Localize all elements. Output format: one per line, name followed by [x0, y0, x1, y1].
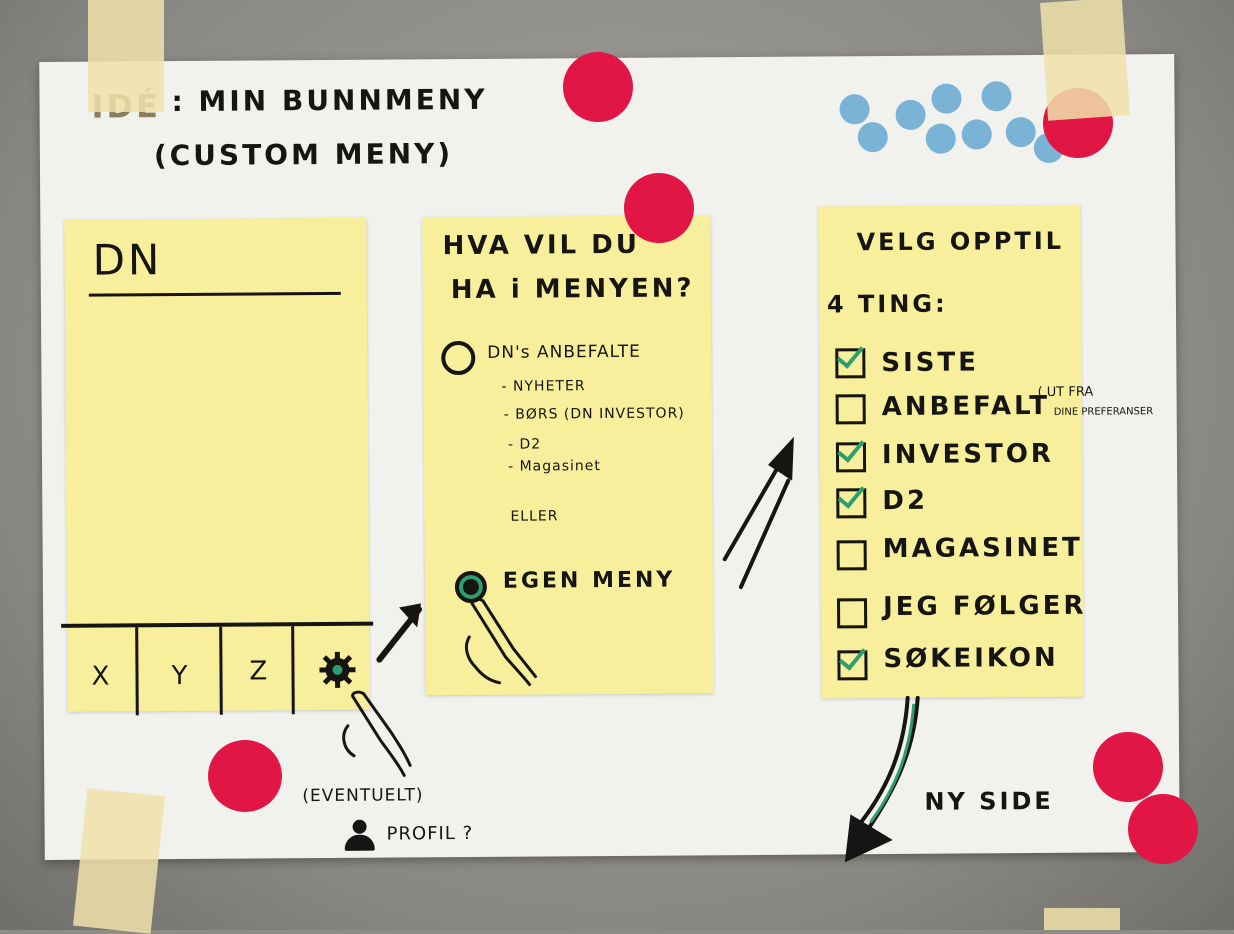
select-title: VELG OPPTIL — [856, 227, 1064, 256]
select-items-note: VELG OPPTIL 4 TING: SISTE ANBEFALT INVES… — [818, 205, 1083, 699]
sketch-title: : MIN BUNNMENY — [171, 83, 487, 118]
item-investor: INVESTOR — [882, 439, 1054, 470]
blue-vote-dot — [858, 122, 888, 152]
recommended-item: - D2 — [508, 436, 541, 452]
item-magasinet: MAGASINET — [883, 533, 1083, 564]
question-line1: HVA VIL DU — [442, 230, 640, 261]
profile-note: PROFIL ? — [387, 823, 474, 845]
or-label: ELLER — [510, 508, 558, 524]
recommended-item: - NYHETER — [501, 378, 585, 395]
gear-icon[interactable] — [317, 650, 357, 690]
phone-sketch-note: DN X Y Z — [64, 218, 369, 712]
pointing-hand-icon — [334, 689, 415, 780]
recommended-item: - BØRS (DN INVESTOR) — [504, 405, 685, 422]
option-recommended: DN's ANBEFALTE — [487, 342, 641, 363]
arrow-to-select — [716, 429, 807, 600]
paper-sheet: IDÉ : MIN BUNNMENY (CUSTOM MENY) DN X Y … — [39, 54, 1180, 860]
question-line2: HA i MENYEN? — [451, 273, 695, 305]
menu-tab-y[interactable]: Y — [171, 661, 188, 691]
red-vote-dot — [208, 740, 282, 812]
side-note-line1: ( UT FRA — [1038, 385, 1094, 400]
header-line — [89, 292, 341, 297]
menu-tab-x[interactable]: X — [91, 661, 110, 691]
sketch-subtitle: (CUSTOM MENY) — [154, 137, 453, 172]
blue-vote-dot — [962, 119, 992, 149]
select-subtitle: 4 TING: — [827, 290, 948, 319]
blue-vote-dot — [1006, 117, 1036, 147]
menu-divider — [135, 627, 139, 715]
arrow-to-new-page — [834, 694, 935, 865]
recommended-item: - Magasinet — [508, 458, 601, 475]
masking-tape — [1040, 0, 1130, 121]
checkbox-jeg-folger[interactable] — [837, 598, 867, 628]
item-jeg-folger: JEG FØLGER — [883, 591, 1087, 622]
option-own-menu: EGEN MENY — [503, 568, 676, 594]
blue-vote-dot — [981, 81, 1011, 111]
phone-header: DN — [92, 235, 162, 284]
blue-vote-dot — [931, 84, 961, 114]
checkbox-investor[interactable] — [836, 442, 866, 472]
item-sokeikon: SØKEIKON — [883, 643, 1058, 674]
item-d2: D2 — [882, 486, 928, 516]
menu-tab-z[interactable]: Z — [249, 656, 268, 686]
checkbox-anbefalt[interactable] — [836, 394, 866, 424]
person-icon — [345, 820, 375, 852]
bottom-menu: X Y Z — [61, 622, 374, 716]
red-vote-dot — [1093, 732, 1163, 802]
new-page-label: NY SIDE — [924, 787, 1054, 816]
checkbox-d2[interactable] — [836, 488, 866, 518]
checkbox-magasinet[interactable] — [837, 540, 867, 570]
masking-tape — [1044, 908, 1120, 930]
item-anbefalt: ANBEFALT — [882, 391, 1051, 422]
blue-vote-dot — [926, 124, 956, 154]
blue-vote-dot — [896, 100, 926, 130]
pointing-hand-icon — [459, 596, 540, 687]
menu-divider — [291, 626, 295, 714]
arrow-to-choice — [373, 597, 433, 667]
masking-tape — [88, 0, 164, 112]
radio-recommended[interactable] — [441, 341, 475, 375]
blue-vote-dot — [839, 94, 869, 124]
item-siste: SISTE — [881, 347, 979, 378]
masking-tape — [73, 788, 165, 933]
red-vote-dot — [1128, 794, 1198, 864]
optional-note: (EVENTUELT) — [302, 785, 423, 806]
menu-divider — [219, 627, 223, 715]
red-vote-dot — [563, 52, 633, 122]
red-vote-dot — [624, 173, 694, 243]
checkbox-sokeikon[interactable] — [837, 650, 867, 680]
side-note-line2: DINE PREFERANSER — [1054, 406, 1154, 418]
checkbox-siste[interactable] — [835, 348, 865, 378]
menu-choice-note: HVA VIL DU HA i MENYEN? DN's ANBEFALTE -… — [422, 215, 713, 695]
